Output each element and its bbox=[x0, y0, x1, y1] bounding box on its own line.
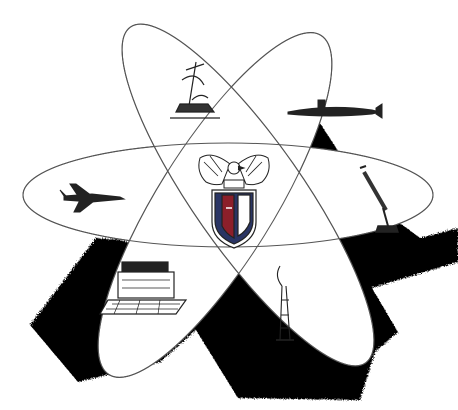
shield-icon bbox=[212, 190, 256, 248]
